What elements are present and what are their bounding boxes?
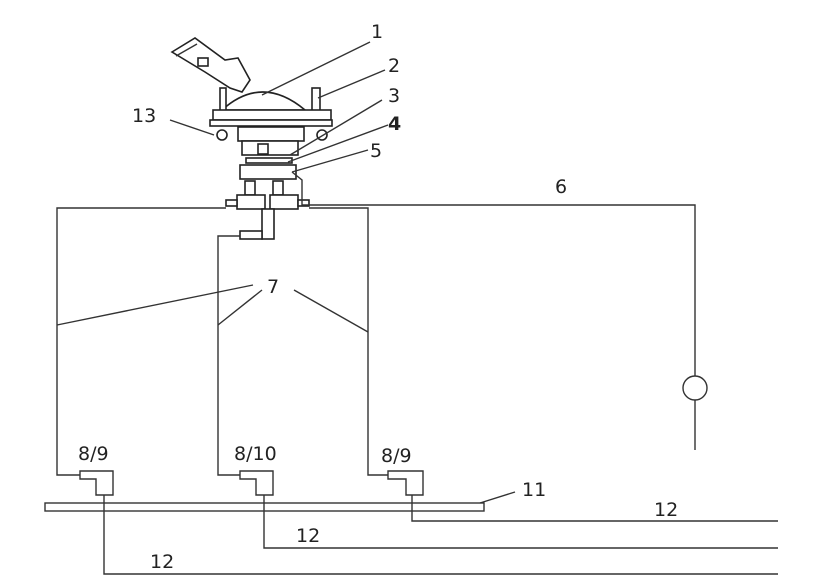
fitting-left — [79, 470, 114, 496]
tee-fitting — [269, 194, 299, 210]
body-upper — [237, 126, 305, 142]
top-plate — [212, 109, 332, 121]
nut — [216, 129, 228, 141]
label-13: 13 — [132, 105, 156, 127]
bolt — [311, 87, 321, 113]
valve-assembly — [170, 37, 333, 240]
tee-fitting — [236, 194, 266, 210]
fitting-mid — [239, 470, 274, 496]
manifold — [239, 164, 297, 180]
label-pipe-top: 12 — [654, 499, 678, 521]
label-5: 5 — [370, 140, 382, 162]
label-pipe-bottom: 12 — [150, 551, 174, 573]
label-fitting-mid: 8/10 — [234, 443, 277, 465]
leader-lines — [56, 41, 516, 504]
body-lower — [241, 140, 299, 156]
fitting-right — [387, 470, 424, 496]
elbow-fitting — [261, 208, 275, 240]
label-2: 2 — [388, 55, 400, 77]
handle — [170, 37, 251, 93]
label-11: 11 — [522, 479, 546, 501]
rail-11 — [44, 502, 485, 512]
label-fitting-left: 8/9 — [78, 443, 109, 465]
label-7: 7 — [267, 276, 279, 298]
label-fitting-right: 8/9 — [381, 445, 412, 467]
fittings — [79, 470, 424, 496]
seal — [245, 157, 293, 164]
label-1: 1 — [371, 21, 383, 43]
bolt — [219, 87, 227, 113]
gauge-icon — [682, 375, 708, 401]
label-6: 6 — [555, 176, 567, 198]
label-4: 4 — [388, 113, 401, 135]
label-pipe-mid: 12 — [296, 525, 320, 547]
label-3: 3 — [388, 85, 400, 107]
base-plate — [209, 119, 333, 127]
